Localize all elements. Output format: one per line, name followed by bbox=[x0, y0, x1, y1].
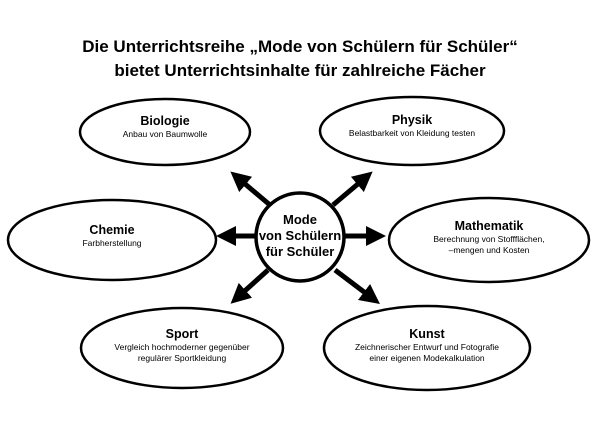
node-description: Farbherstellung bbox=[82, 238, 141, 248]
arrow-physik bbox=[331, 171, 373, 207]
node-description: Anbau von Baumwolle bbox=[123, 129, 208, 139]
node-description: regulärer Sportkleidung bbox=[138, 353, 227, 363]
node-heading: Sport bbox=[166, 327, 199, 341]
node-description: –mengen und Kosten bbox=[449, 245, 530, 255]
center-node: Mode von Schülern für Schüler bbox=[254, 191, 346, 283]
arrow-sport bbox=[230, 268, 270, 304]
title-line-1: Die Unterrichtsreihe „Mode von Schülern … bbox=[82, 37, 517, 56]
node-kunst: Kunst Zeichnerischer Entwurf und Fotogra… bbox=[322, 304, 532, 392]
node-sport: Sport Vergleich hochmoderner gegenüber r… bbox=[79, 306, 285, 390]
center-line-1: Mode bbox=[283, 212, 317, 227]
node-description: Belastbarkeit von Kleidung testen bbox=[349, 128, 475, 138]
arrow-biologie bbox=[230, 171, 272, 207]
node-description: Zeichnerischer Entwurf und Fotografie bbox=[355, 342, 499, 352]
node-description: Vergleich hochmoderner gegenüber bbox=[114, 342, 249, 352]
center-line-3: für Schüler bbox=[266, 244, 335, 259]
node-heading: Chemie bbox=[89, 223, 134, 237]
center-line-2: von Schülern bbox=[259, 228, 341, 243]
node-physik: Physik Belastbarkeit von Kleidung testen bbox=[318, 95, 506, 167]
node-heading: Biologie bbox=[140, 114, 189, 128]
title-line-2: bietet Unterrichtsinhalte für zahlreiche… bbox=[114, 61, 486, 80]
node-chemie: Chemie Farbherstellung bbox=[6, 198, 218, 282]
node-heading: Mathematik bbox=[455, 219, 524, 233]
node-description: Berechnung von Stoffflächen, bbox=[433, 234, 544, 244]
node-description: einer eigenen Modekalkulation bbox=[369, 353, 485, 363]
arrow-kunst bbox=[333, 268, 380, 305]
node-heading: Kunst bbox=[409, 327, 445, 341]
node-heading: Physik bbox=[392, 113, 432, 127]
node-biologie: Biologie Anbau von Baumwolle bbox=[78, 97, 252, 167]
node-mathematik: Mathematik Berechnung von Stoffflächen, … bbox=[387, 196, 591, 284]
